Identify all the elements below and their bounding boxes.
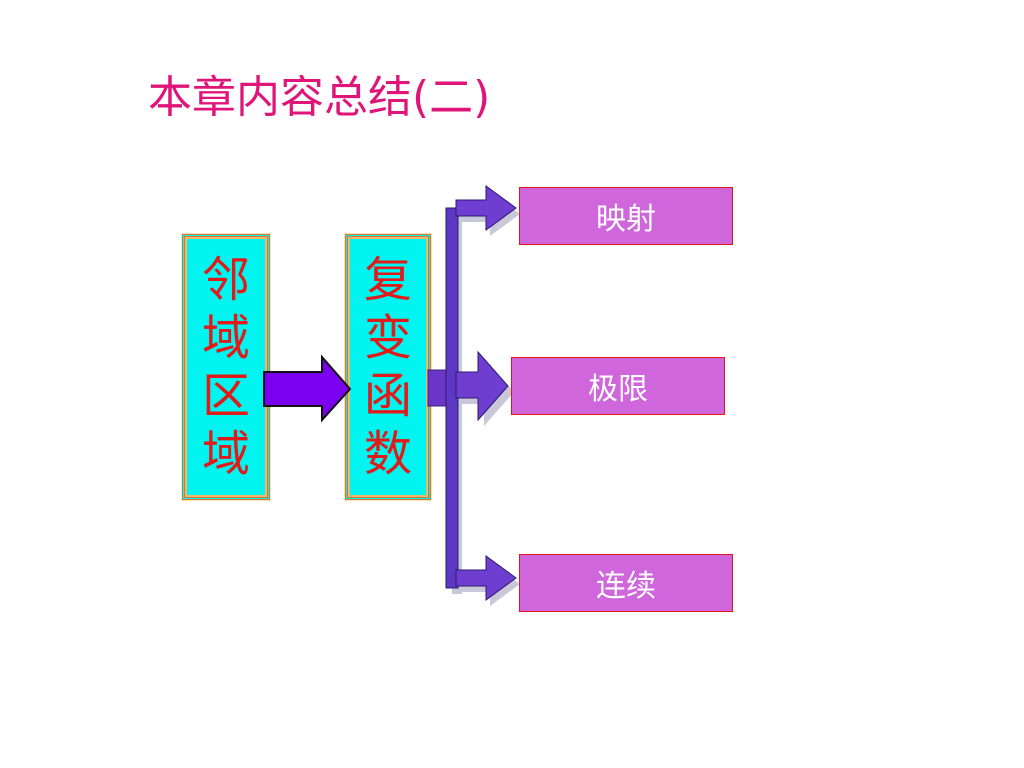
neighborhood-char-1: 邻 — [201, 252, 250, 308]
limit-box: 极限 — [511, 357, 725, 415]
branch-arrow-top — [455, 185, 520, 236]
branch-arrow-bottom — [455, 555, 520, 606]
neighborhood-char-3: 区 — [201, 368, 250, 424]
neighborhood-char-2: 域 — [201, 310, 250, 366]
page-title: 本章内容总结(二) — [148, 72, 491, 123]
mapping-box: 映射 — [519, 187, 733, 245]
complex-function-char-4: 数 — [363, 426, 412, 482]
complex-function-char-3: 函 — [363, 368, 412, 424]
main-arrow — [263, 354, 352, 423]
branch-arrow-middle — [455, 350, 514, 426]
neighborhood-char-4: 域 — [201, 426, 250, 482]
complex-function-box: 复 变 函 数 — [345, 234, 431, 500]
continuity-box: 连续 — [519, 554, 733, 612]
complex-function-char-1: 复 — [363, 252, 412, 308]
connector-stub — [427, 369, 449, 407]
complex-function-char-2: 变 — [363, 310, 412, 366]
neighborhood-region-box: 邻 域 区 域 — [182, 234, 270, 500]
